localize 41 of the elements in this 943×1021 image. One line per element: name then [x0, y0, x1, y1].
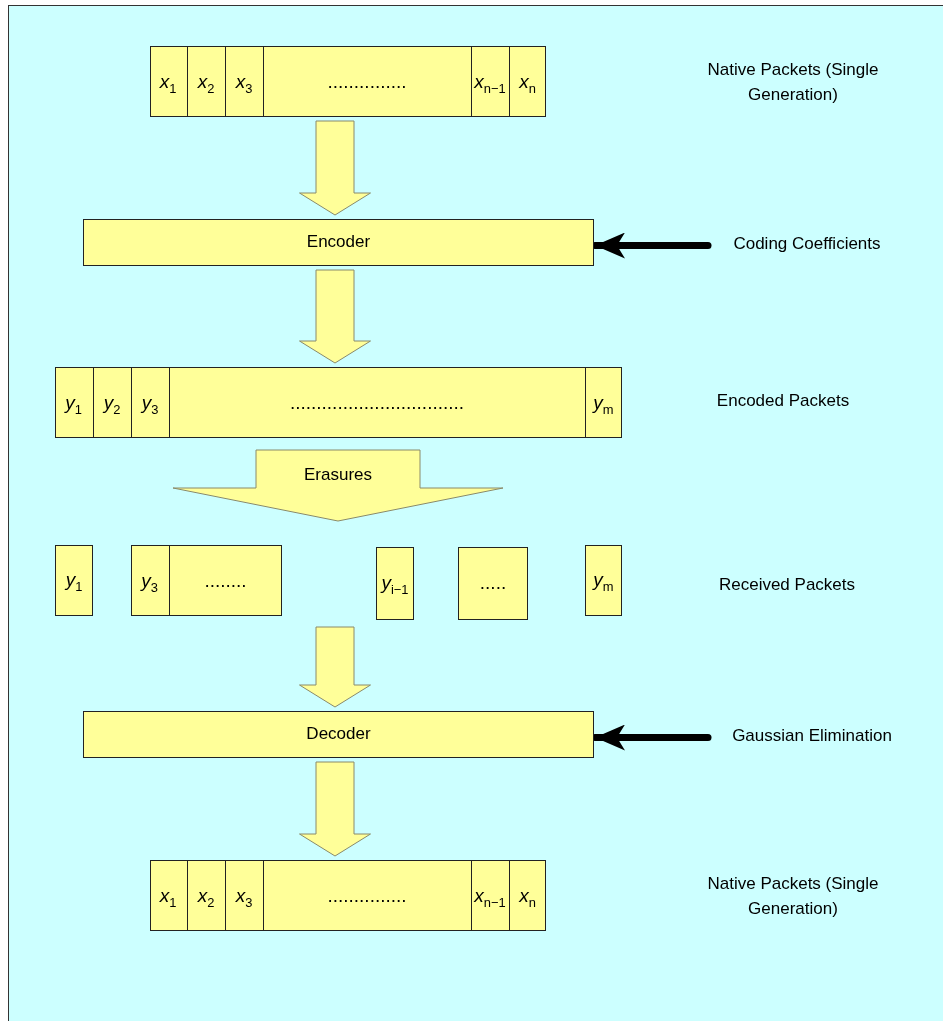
packet-cell: y$_{1}$ [54, 366, 93, 438]
packet-cell: y$_{m}$ [585, 545, 622, 616]
packet-row [55, 367, 622, 438]
packet-cell: x$_{n}$ [508, 45, 546, 117]
packet-row [150, 46, 546, 117]
packet-cell: x$_{n}$ [508, 859, 546, 931]
packet-cell: ............... [262, 859, 471, 931]
block-arrow [172, 449, 504, 522]
packet-cell: x$_{n−1}$ [470, 45, 509, 117]
process-box: Decoder [83, 711, 594, 758]
packet-cell: x$_{3}$ [224, 45, 263, 117]
packet-cell: ........ [168, 544, 282, 616]
packet-cell: ............... [262, 45, 471, 117]
packet-cell: y$_{2}$ [92, 366, 131, 438]
packet-row [150, 860, 546, 931]
packet-cell: x$_{1}$ [149, 45, 187, 117]
packet-cell: x$_{n−1}$ [470, 859, 509, 931]
packet-cell: x$_{3}$ [224, 859, 263, 931]
caption-text: Native Packets (Single Generation) [706, 873, 880, 920]
caption-text: Native Packets (Single Generation) [706, 59, 880, 106]
process-box: Encoder [83, 219, 594, 266]
packet-cell: y$_{i−1}$ [376, 547, 414, 620]
packet-cell: ..... [458, 547, 528, 620]
edge-label: Erasures [303, 465, 373, 485]
caption-text: Received Packets [717, 574, 857, 596]
packet-cell: x$_{2}$ [186, 45, 225, 117]
block-arrow [299, 626, 371, 708]
packet-cell: y$_{3}$ [130, 544, 169, 616]
packet-cell: y$_{m}$ [584, 366, 622, 438]
block-arrow [299, 269, 371, 364]
packet-cell: x$_{1}$ [149, 859, 187, 931]
input-label: Coding Coefficients [712, 231, 902, 257]
block-arrow [299, 120, 371, 216]
caption-text: Encoded Packets [715, 390, 851, 412]
packet-cell: x$_{2}$ [186, 859, 225, 931]
packet-cell: y$_{1}$ [55, 545, 93, 616]
packet-cell: y$_{3}$ [130, 366, 169, 438]
packet-group [131, 545, 282, 616]
input-label: Gaussian Elimination [712, 723, 912, 749]
block-arrow [299, 761, 371, 857]
packet-cell: ................................. [168, 366, 585, 438]
